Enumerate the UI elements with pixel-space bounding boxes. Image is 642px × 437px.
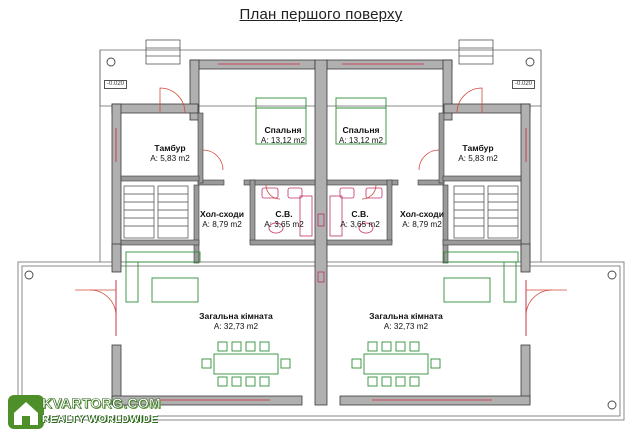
doors <box>75 87 567 317</box>
watermark-tagline: REALTY WORLDWIDE <box>42 413 158 425</box>
room-name: Спальня <box>342 125 380 135</box>
room-area: А: 8,79 m2 <box>202 220 242 229</box>
room-name: С.В. <box>275 209 293 219</box>
room-area: А: 32,73 m2 <box>383 322 429 331</box>
room-area: А: 8,79 m2 <box>402 220 442 229</box>
exterior-walls <box>111 59 531 406</box>
room-area: А: 32,73 m2 <box>213 322 259 331</box>
room-label-wc-left: С.В. А: 3,65 m2 <box>256 209 312 230</box>
room-area: А: 13,12 m2 <box>260 136 306 145</box>
level-mark-left: -0.020 <box>104 80 128 89</box>
room-name: Тамбур <box>154 143 186 153</box>
windows <box>115 63 527 401</box>
room-name: Хол-сходи <box>199 209 245 219</box>
room-label-hall-left: Хол-сходи А: 8,79 m2 <box>192 209 252 230</box>
room-area: А: 5,83 m2 <box>458 154 498 163</box>
room-area: А: 3,65 m2 <box>264 220 304 229</box>
room-area: А: 13,12 m2 <box>338 136 384 145</box>
internal-partitions <box>120 112 522 264</box>
entrance-steps <box>145 39 494 65</box>
dining-tables <box>201 341 441 387</box>
room-label-wc-right: С.В. А: 3,65 m2 <box>332 209 388 230</box>
room-name: Загальна кімната <box>199 311 273 321</box>
beds <box>255 97 387 145</box>
room-name: С.В. <box>351 209 369 219</box>
room-label-vestibule-left: Тамбур А: 5,83 m2 <box>140 143 200 164</box>
watermark-brand: KVARTORG.COM <box>42 395 161 412</box>
room-label-living-left: Загальна кімната А: 32,73 m2 <box>186 311 286 332</box>
room-label-vestibule-right: Тамбур А: 5,83 m2 <box>448 143 508 164</box>
room-area: А: 3,65 m2 <box>340 220 380 229</box>
plan-title: План першого поверху <box>239 6 403 23</box>
room-name: Загальна кімната <box>369 311 443 321</box>
room-label-bedroom-left: Спальня А: 13,12 m2 <box>253 125 313 146</box>
level-mark-right: -0.020 <box>512 80 536 89</box>
room-name: Хол-сходи <box>399 209 445 219</box>
room-label-bedroom-right: Спальня А: 13,12 m2 <box>331 125 391 146</box>
living-furniture <box>125 251 519 303</box>
room-label-living-right: Загальна кімната А: 32,73 m2 <box>356 311 456 332</box>
room-name: Тамбур <box>462 143 494 153</box>
staircases <box>123 185 519 239</box>
watermark-logo <box>8 395 44 429</box>
room-area: А: 5,83 m2 <box>150 154 190 163</box>
room-label-hall-right: Хол-сходи А: 8,79 m2 <box>392 209 452 230</box>
room-name: Спальня <box>264 125 302 135</box>
bathroom-fixtures <box>261 187 383 283</box>
